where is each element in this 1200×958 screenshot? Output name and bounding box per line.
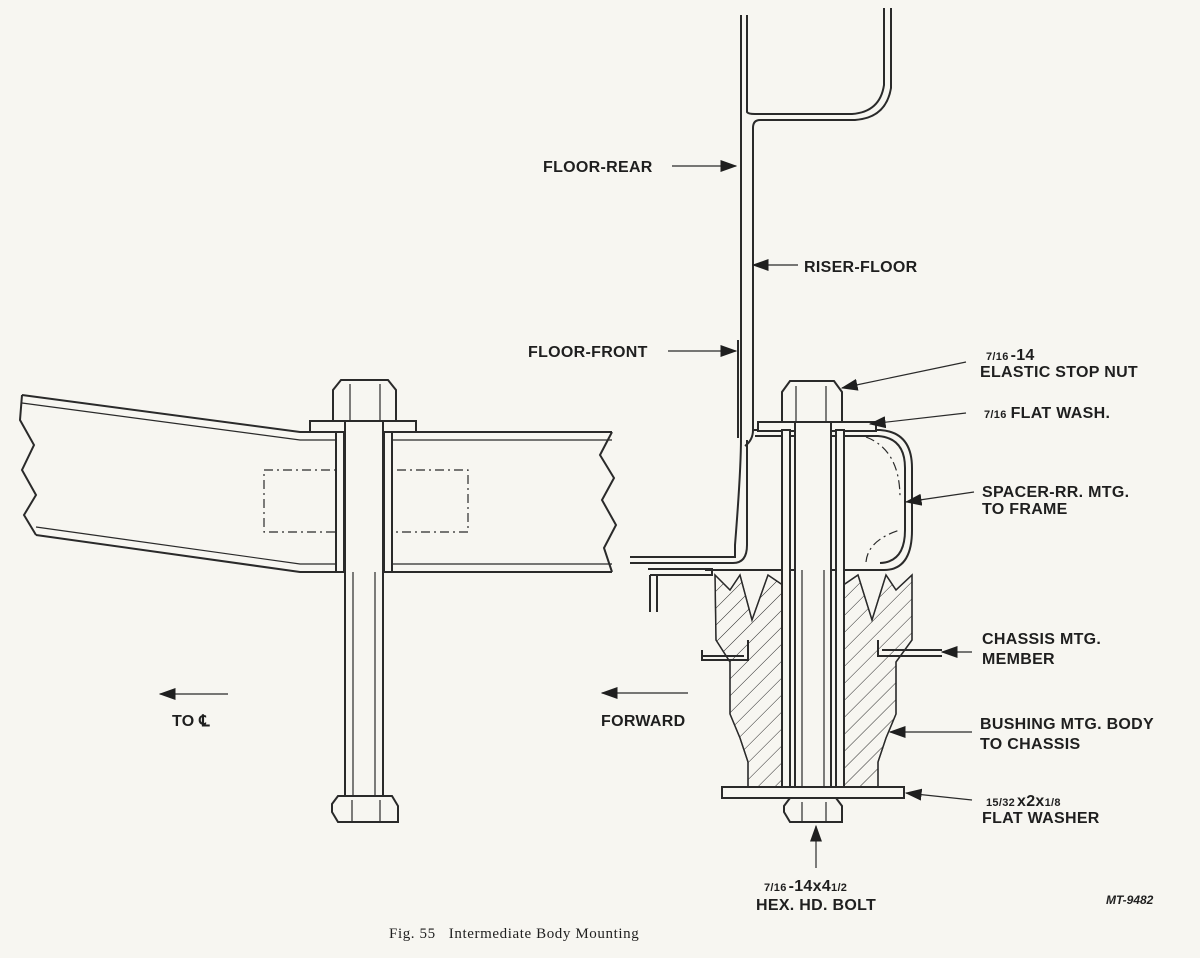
label-floor-rear: FLOOR-REAR (543, 159, 653, 176)
leader-lines (158, 160, 975, 868)
label-stop-nut-size: 7/16-14 (986, 347, 1035, 364)
label-bushing-line1: BUSHING MTG. BODY (980, 716, 1154, 733)
label-bushing-line2: TO CHASSIS (980, 736, 1081, 753)
label-chassis-line2: MEMBER (982, 651, 1055, 668)
left-frame-view (18, 379, 618, 823)
label-bolt: HEX. HD. BOLT (756, 897, 876, 914)
label-spacer-line2: TO FRAME (982, 501, 1068, 518)
label-riser-floor: RISER-FLOOR (804, 259, 918, 276)
drawing-code: MT-9482 (1106, 893, 1154, 907)
right-mount-view (630, 8, 942, 823)
label-stop-nut: ELASTIC STOP NUT (980, 364, 1138, 381)
label-forward: FORWARD (601, 713, 685, 730)
label-floor-front: FLOOR-FRONT (528, 344, 648, 361)
label-bolt-size: 7/16-14x41/2 (764, 878, 847, 895)
labels: FLOOR-REAR RISER-FLOOR FLOOR-FRONT 7/16-… (172, 159, 1154, 942)
figure-caption: Fig. 55 Intermediate Body Mounting (389, 926, 639, 942)
label-washer: FLAT WASHER (982, 810, 1100, 827)
label-to-centerline: TO ℄ (172, 713, 210, 730)
label-chassis-line1: CHASSIS MTG. (982, 631, 1101, 648)
label-spacer-line1: SPACER-RR. MTG. (982, 484, 1129, 501)
